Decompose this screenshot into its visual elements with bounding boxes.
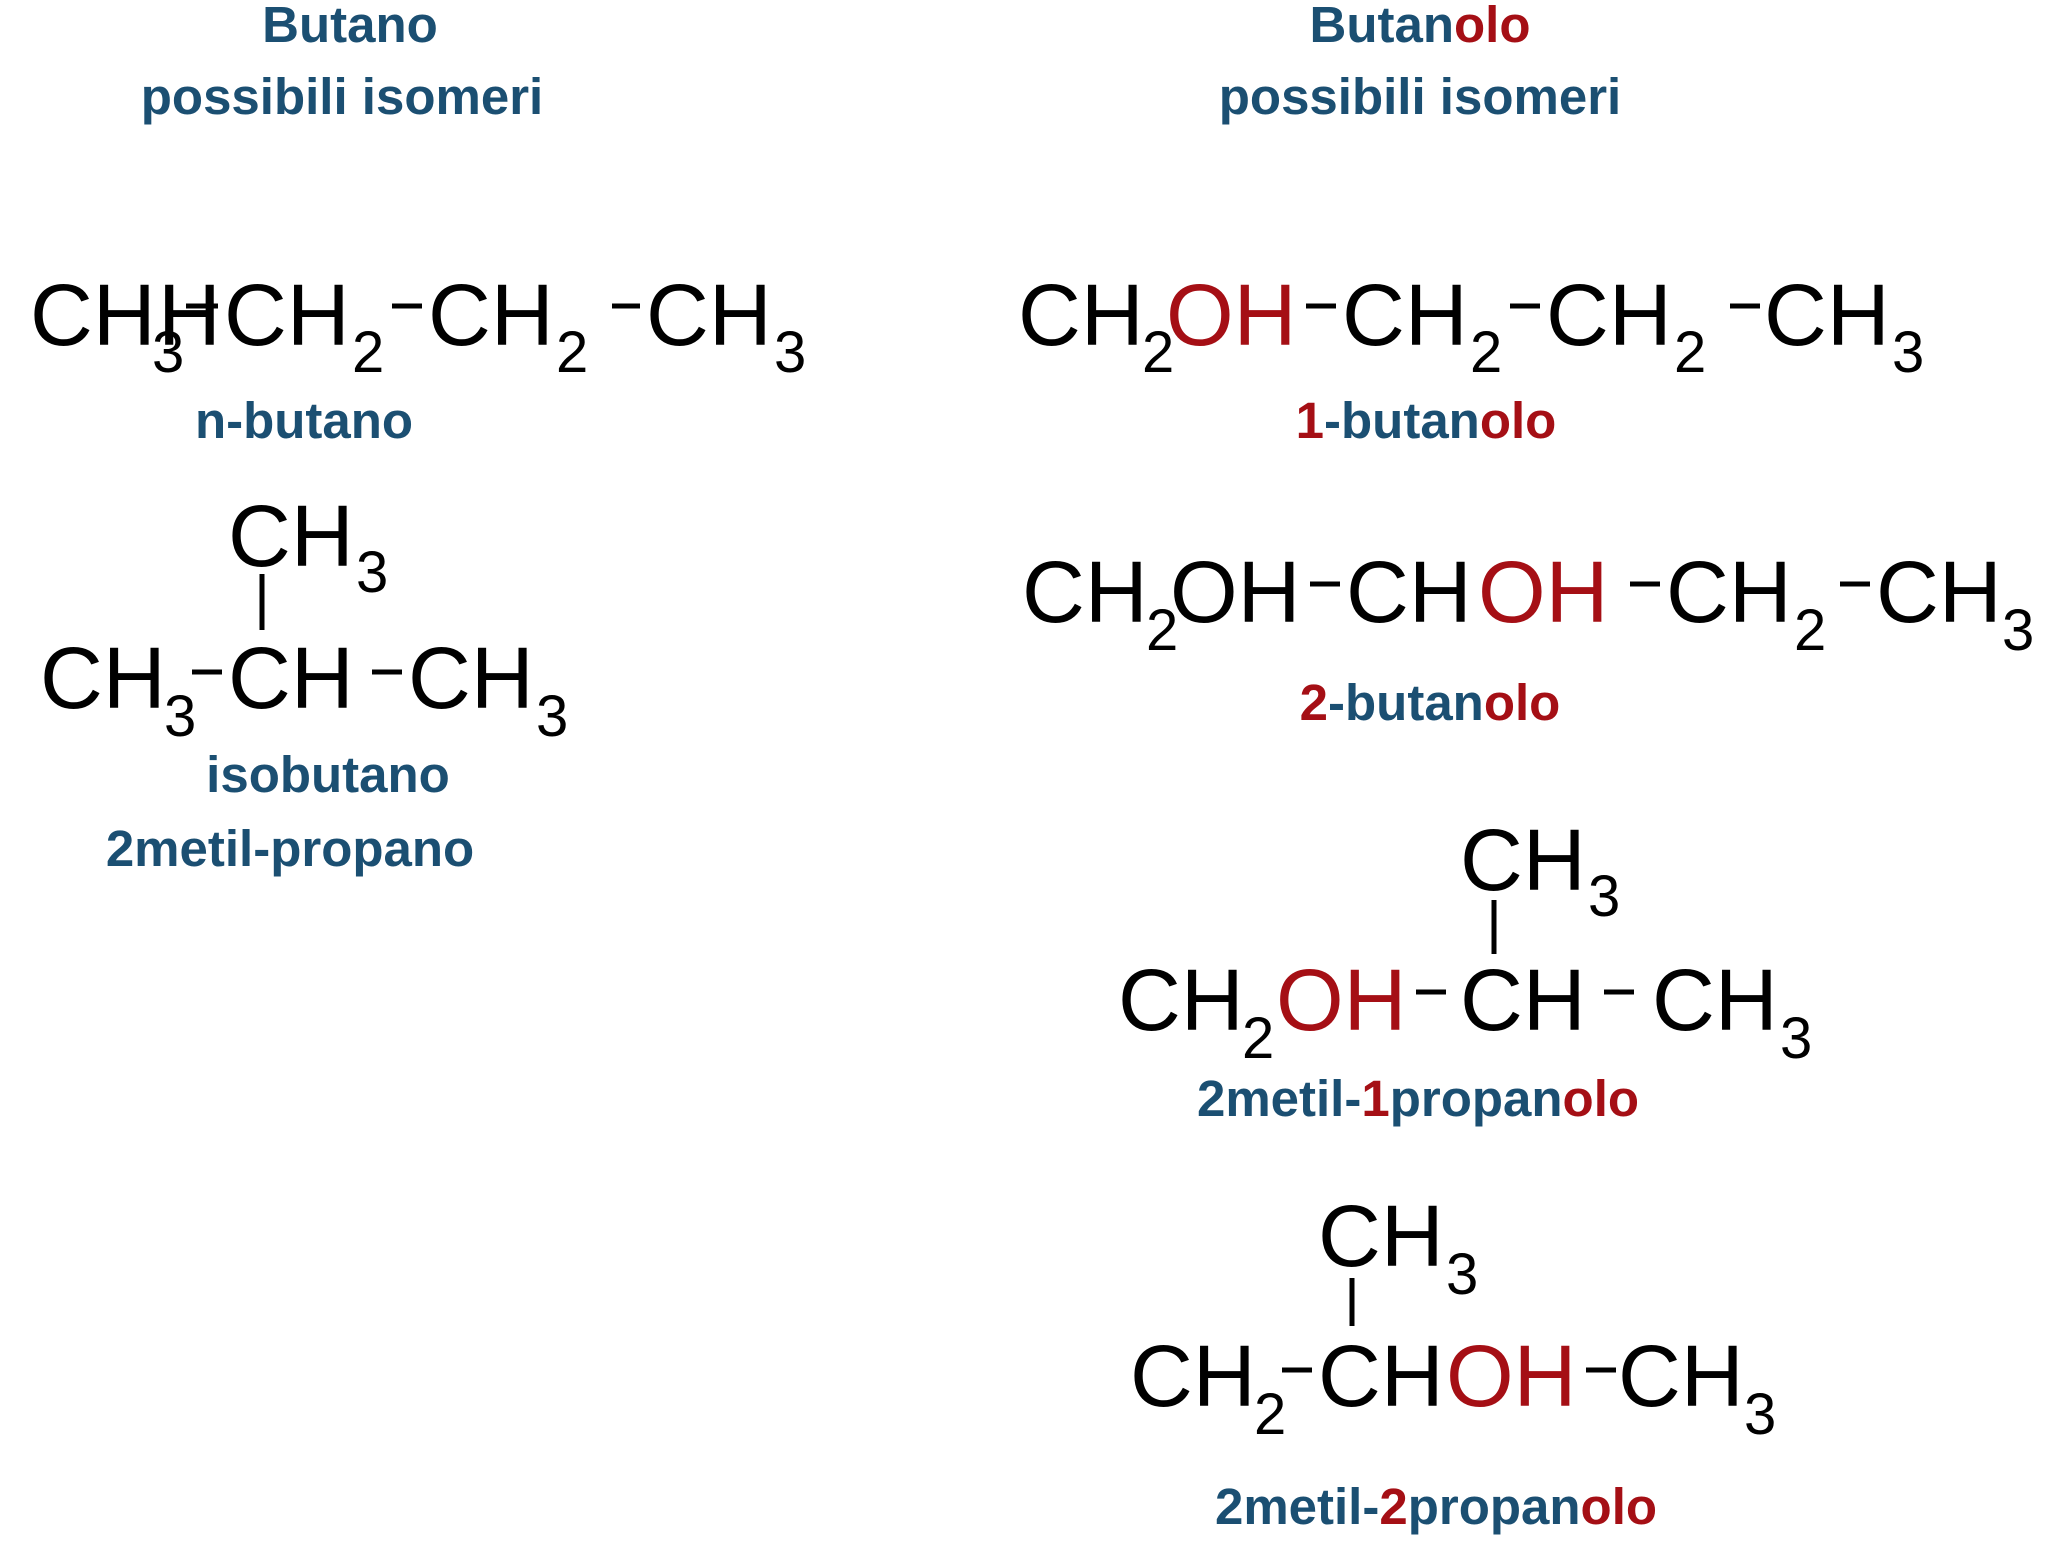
isobutano-iupac-name: 2metil-propano <box>106 820 474 877</box>
svg-text:2: 2 <box>352 320 384 385</box>
svg-text:2: 2 <box>1794 598 1826 663</box>
left-header-title: Butano <box>262 0 438 53</box>
svg-text:CH: CH <box>646 267 772 364</box>
svg-text:2: 2 <box>1254 1382 1286 1447</box>
right-header-title: Butanolo <box>1310 0 1531 53</box>
svg-text:CH: CH <box>228 488 354 585</box>
svg-text:3: 3 <box>152 320 184 385</box>
svg-text:OH: OH <box>1446 1328 1577 1425</box>
right-header-subtitle: possibili isomeri <box>1219 68 1621 125</box>
svg-text:CH: CH <box>1460 952 1586 1049</box>
svg-text:OH: OH <box>1276 952 1407 1049</box>
svg-text:2: 2 <box>1142 320 1174 385</box>
svg-text:CH: CH <box>1652 952 1778 1049</box>
isobutano-formula: CH 3 CH 3 CH CH 3 <box>40 488 568 749</box>
svg-text:3: 3 <box>1744 1382 1776 1447</box>
svg-text:CH: CH <box>1876 544 2002 641</box>
metil-1-propanolo-formula: CH 3 CH 2 OH CH CH 3 <box>1118 812 1812 1071</box>
svg-text:2: 2 <box>1470 320 1502 385</box>
left-header-subtitle: possibili isomeri <box>141 68 543 125</box>
svg-text:CHH: CHH <box>30 267 221 364</box>
svg-text:CH: CH <box>1764 267 1890 364</box>
svg-text:3: 3 <box>356 540 388 605</box>
svg-text:CH: CH <box>1342 267 1468 364</box>
svg-text:3: 3 <box>164 684 196 749</box>
svg-text:CH: CH <box>224 267 350 364</box>
svg-text:CH: CH <box>1018 267 1144 364</box>
svg-text:CH: CH <box>1130 1328 1256 1425</box>
svg-text:OH: OH <box>1478 544 1609 641</box>
svg-text:CH: CH <box>1118 952 1244 1049</box>
butanolo-2-name: 2-butanolo <box>1300 674 1561 731</box>
svg-text:CH: CH <box>1546 267 1672 364</box>
svg-text:CH: CH <box>1460 812 1586 909</box>
n-butano-name: n-butano <box>195 392 413 449</box>
svg-text:CH: CH <box>1346 544 1472 641</box>
svg-text:CH: CH <box>1666 544 1792 641</box>
svg-text:CH: CH <box>228 630 354 727</box>
svg-text:CH: CH <box>1318 1188 1444 1285</box>
n-butano-formula: CHH 3 CH 2 CH 2 CH 3 <box>30 267 806 385</box>
svg-text:3: 3 <box>536 684 568 749</box>
svg-text:3: 3 <box>1780 1006 1812 1071</box>
svg-text:2: 2 <box>556 320 588 385</box>
svg-text:CH: CH <box>1022 544 1148 641</box>
metil-1-propanolo-name: 2metil-1propanolo <box>1197 1070 1639 1127</box>
svg-text:2: 2 <box>1242 1006 1274 1071</box>
svg-text:3: 3 <box>1588 864 1620 929</box>
butanolo-2-formula: CH 2 OH CH OH CH 2 CH 3 <box>1022 544 2034 663</box>
butanolo-1-formula: CH 2 OH CH 2 CH 2 CH 3 <box>1018 267 1924 385</box>
svg-text:CH: CH <box>428 267 554 364</box>
svg-text:OH: OH <box>1166 267 1297 364</box>
svg-text:CH: CH <box>1618 1328 1744 1425</box>
svg-text:OH: OH <box>1170 544 1301 641</box>
svg-text:CH: CH <box>40 630 166 727</box>
svg-text:2: 2 <box>1674 320 1706 385</box>
butanolo-1-name: 1-butanolo <box>1296 392 1557 449</box>
svg-text:CH: CH <box>408 630 534 727</box>
svg-text:3: 3 <box>2002 598 2034 663</box>
svg-text:CH: CH <box>1318 1328 1444 1425</box>
svg-text:3: 3 <box>1892 320 1924 385</box>
svg-text:3: 3 <box>774 320 806 385</box>
isobutano-name: isobutano <box>206 746 450 803</box>
metil-2-propanolo-formula: CH 3 CH 2 CH OH CH 3 <box>1130 1188 1776 1447</box>
metil-2-propanolo-name: 2metil-2propanolo <box>1215 1478 1657 1535</box>
svg-text:2: 2 <box>1146 598 1178 663</box>
svg-text:3: 3 <box>1446 1242 1478 1307</box>
